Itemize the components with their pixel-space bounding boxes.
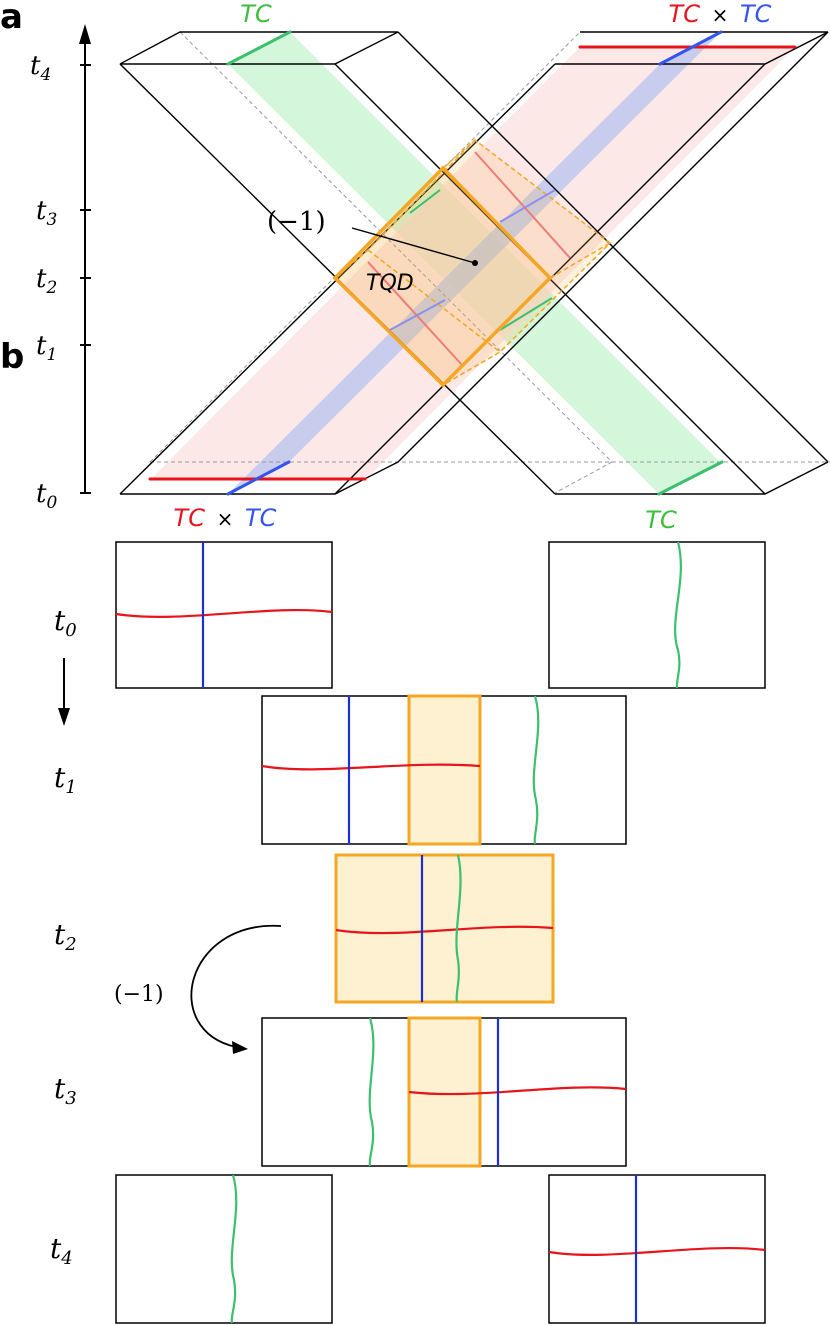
time-label-b-t0: t0 [54,604,77,641]
green-loop [368,1017,375,1167]
time-label-t0: t0 [36,479,57,513]
time-label-t1: t1 [36,331,57,365]
minus-one-curved-arrow [190,925,282,1048]
tqd-label: TQD [366,271,414,296]
tqd-region: TQD (−1) [267,139,612,388]
tqd-frame [332,165,553,388]
green-loop [230,1174,238,1324]
panel-a-letter: a [0,0,23,37]
state-t0-left [115,541,333,689]
tctc-label-top: TC × TC [669,0,772,28]
time-label-b-t1: t1 [54,761,77,798]
state-t4-left [115,1174,333,1324]
tqd-block-t2 [334,853,555,1004]
state-t0-right [548,541,766,689]
tqd-dashed-edges [334,139,612,386]
time-label-b-t2: t2 [54,918,77,955]
time-axis-arrowhead [79,24,91,44]
minus-one-label-b: (−1) [114,982,164,1007]
red-loop [261,763,481,771]
red-loop [408,1086,627,1096]
tqd-pointer-line [351,227,476,264]
state-t1 [261,694,627,846]
time-label-b-t4: t4 [50,1232,73,1269]
red-loop [115,608,333,618]
green-loop [455,854,462,1003]
time-ticks [80,64,91,494]
time-label-b-t3: t3 [54,1072,77,1109]
tc-label-top: TC [240,0,272,28]
time-label-t4: t4 [30,51,51,85]
time-labels-a: t0 t1 t2 t3 t4 [30,51,57,513]
panel-b-letter: b [0,337,24,377]
state-t4-right [548,1174,766,1324]
panel-a: a t0 t1 t2 t3 t4 [0,0,830,534]
state-t2 [334,853,555,1004]
time-arrow-b-head [58,708,70,726]
green-segment-top [226,30,292,66]
minus-one-arrowhead [232,1041,248,1054]
red-loop [335,925,554,935]
minus-one-label-a: (−1) [267,207,326,237]
time-label-t3: t3 [36,196,57,230]
red-loop [548,1246,766,1256]
tqd-strip-t1 [407,694,482,846]
state-t3 [261,1016,627,1168]
panel-b: b t0 t1 t2 t3 t4 (−1) [0,337,766,1324]
green-loop [674,541,682,689]
time-label-t2: t2 [36,264,57,298]
green-loop [532,695,540,845]
tqd-inner-segments [367,151,571,366]
time-labels-b: t0 t1 t2 t3 t4 [50,604,77,1269]
blue-segment-top [658,30,723,66]
tc-label-bottom: TC [645,506,677,534]
tctc-label-bottom: TC × TC [174,504,277,532]
boundary-segments [148,30,797,496]
blue-segment-bottom [226,460,291,496]
green-segment-bottom [657,460,724,496]
